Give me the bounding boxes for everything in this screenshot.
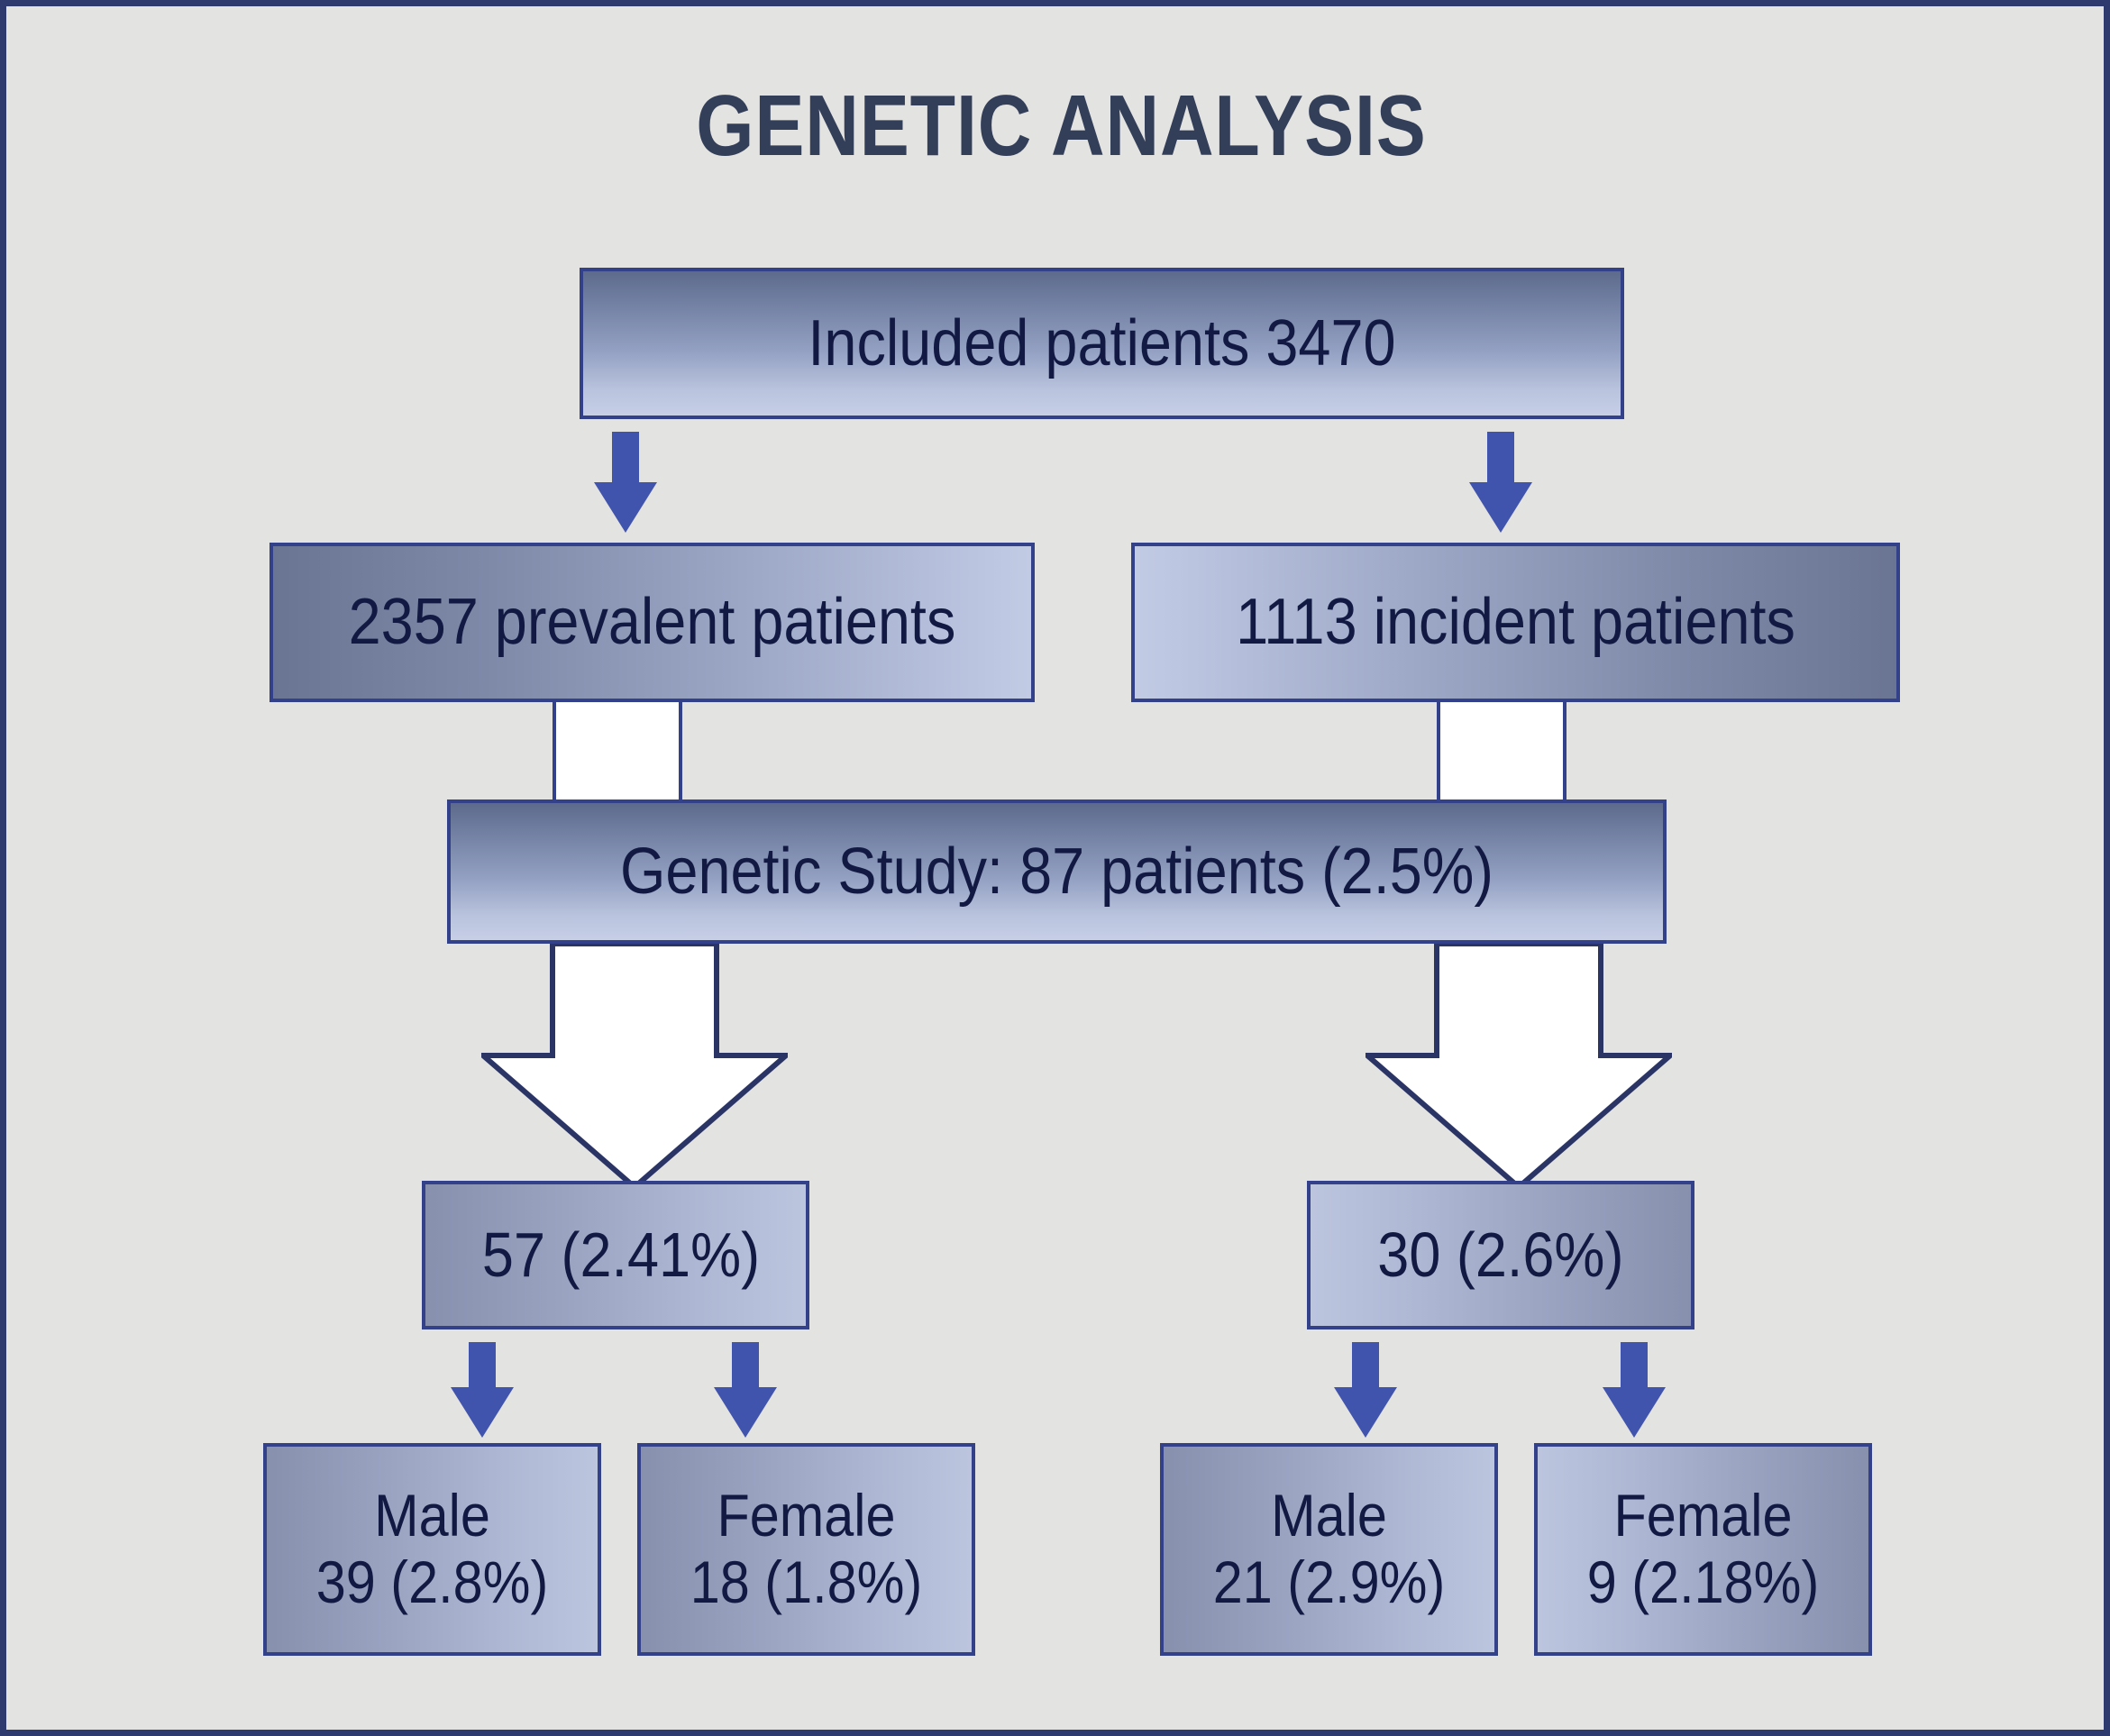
- node-incident-genetic: 30 (2.6%): [1307, 1181, 1694, 1329]
- node-incident-genetic-label: 30 (2.6%): [1377, 1220, 1624, 1291]
- connector-prevalent-to-genetic: [553, 702, 682, 804]
- connector-incident-to-genetic: [1437, 702, 1567, 804]
- node-prevalent-female-label: Female 18 (1.8%): [690, 1482, 923, 1615]
- node-prevalent-genetic-label: 57 (2.41%): [481, 1220, 761, 1291]
- node-genetic-study: Genetic Study: 87 patients (2.5%): [447, 799, 1667, 944]
- node-incident-female: Female 9 (2.18%): [1534, 1443, 1872, 1656]
- node-prevalent-genetic: 57 (2.41%): [422, 1181, 809, 1329]
- block-arrow-genetic-to-incident-genetic: [1366, 944, 1672, 1189]
- node-included-patients: Included patients 3470: [580, 268, 1624, 419]
- node-genetic-study-label: Genetic Study: 87 patients (2.5%): [620, 835, 1493, 908]
- node-prevalent-patients: 2357 prevalent patients: [269, 543, 1035, 702]
- node-prevalent-male-label: Male 39 (2.8%): [315, 1482, 549, 1615]
- page-title: GENETIC ANALYSIS: [696, 78, 1427, 174]
- block-arrow-genetic-to-prevalent-genetic: [481, 944, 788, 1189]
- node-incident-female-label: Female 9 (2.18%): [1586, 1482, 1820, 1615]
- node-prevalent-patients-label: 2357 prevalent patients: [348, 586, 956, 659]
- node-incident-patients: 1113 incident patients: [1131, 543, 1900, 702]
- node-included-patients-label: Included patients 3470: [808, 306, 1396, 379]
- node-prevalent-male: Male 39 (2.8%): [263, 1443, 601, 1656]
- node-incident-male: Male 21 (2.9%): [1160, 1443, 1498, 1656]
- node-incident-patients-label: 1113 incident patients: [1236, 586, 1795, 659]
- node-incident-male-label: Male 21 (2.9%): [1212, 1482, 1446, 1615]
- node-prevalent-female: Female 18 (1.8%): [637, 1443, 975, 1656]
